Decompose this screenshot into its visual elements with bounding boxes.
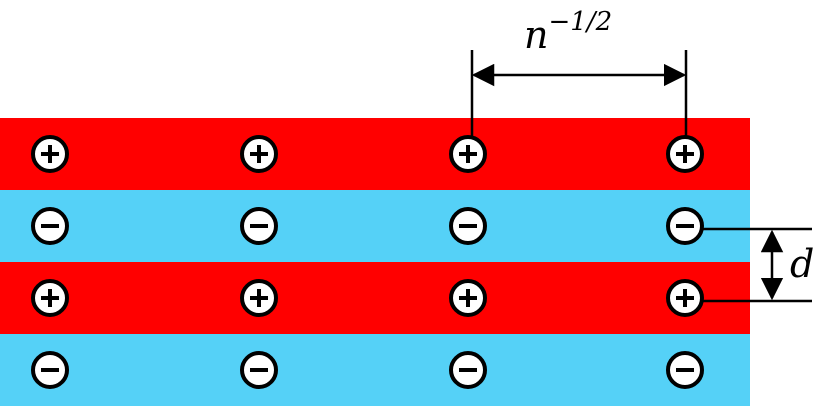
charges-group <box>31 135 704 389</box>
minus-charge-icon <box>240 207 278 245</box>
separation-label: d <box>790 242 814 286</box>
plus-charge-icon <box>240 135 278 173</box>
spacing-label-exponent: −1/2 <box>548 7 612 37</box>
spacing-label-base: n <box>524 13 548 57</box>
plus-charge-icon <box>666 135 704 173</box>
plus-charge-icon <box>449 279 487 317</box>
spacing-label: n−1/2 <box>524 7 612 57</box>
layer-positive-1 <box>0 118 750 190</box>
plus-charge-icon <box>31 279 69 317</box>
minus-charge-icon <box>31 207 69 245</box>
layer-positive-3 <box>0 262 750 334</box>
plus-charge-icon <box>666 279 704 317</box>
minus-charge-icon <box>666 351 704 389</box>
minus-charge-icon <box>666 207 704 245</box>
minus-charge-icon <box>449 207 487 245</box>
layer-negative-2 <box>0 190 750 262</box>
plus-charge-icon <box>240 279 278 317</box>
minus-charge-icon <box>240 351 278 389</box>
plus-charge-icon <box>449 135 487 173</box>
layer-negative-4 <box>0 334 750 406</box>
layers-group <box>0 118 750 406</box>
plus-charge-icon <box>31 135 69 173</box>
minus-charge-icon <box>449 351 487 389</box>
minus-charge-icon <box>31 351 69 389</box>
separation-indicator: d <box>700 227 814 303</box>
spacing-indicator: n−1/2 <box>470 7 688 138</box>
